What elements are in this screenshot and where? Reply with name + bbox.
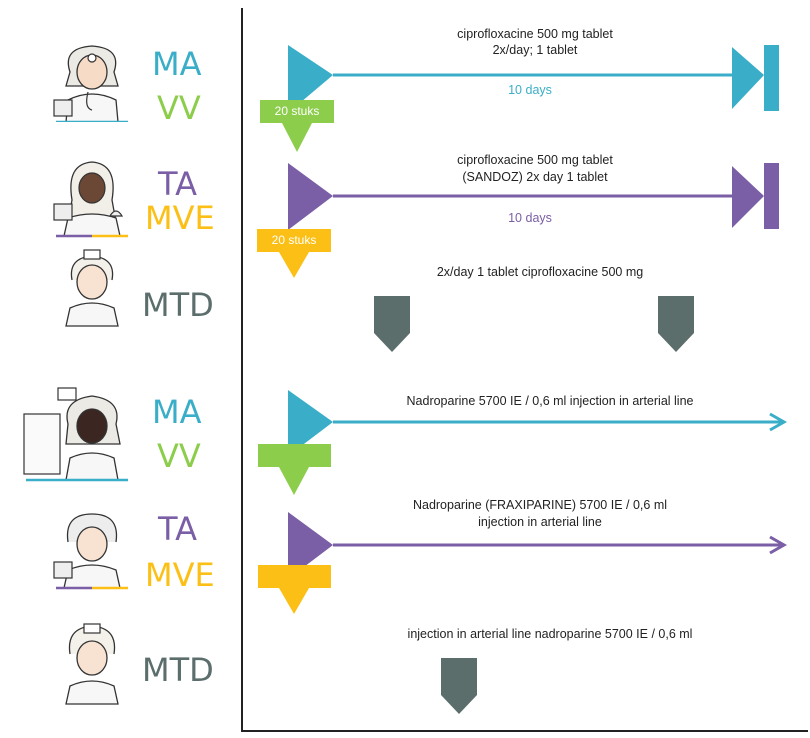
mve-dispense-pointer	[279, 252, 309, 278]
role-label-vv-2: VV	[157, 437, 201, 475]
mtd-order-text: 2x/day 1 tablet ciprofloxacine 500 mg	[436, 265, 644, 279]
role-label-ta: TA	[158, 165, 197, 203]
mve2-dispense-bar	[258, 565, 331, 588]
role-label-mtd: MTD	[142, 286, 214, 324]
vv2-dispense-pointer	[279, 467, 309, 495]
ma-end-bar	[764, 45, 779, 111]
role-label-ma: MA	[152, 45, 202, 83]
vv2-dispense-bar	[258, 444, 331, 467]
role-label-ma-2: MA	[152, 393, 202, 431]
ta2-order-line-2: injection in arterial line	[478, 515, 602, 529]
role-label-mtd-2: MTD	[142, 651, 214, 689]
role-label-ta-2: TA	[158, 510, 197, 548]
ma2-start-arrowhead	[288, 390, 333, 456]
vv-dispense-tag-bg	[260, 100, 334, 123]
role-label-mve-2: MVE	[145, 556, 215, 594]
ta2-start-arrowhead	[288, 512, 333, 579]
ma-order-line-2: 2x/day; 1 tablet	[492, 43, 578, 57]
mtd2-order-text: injection in arterial line nadroparine 5…	[407, 627, 693, 641]
hijab-assistant-avatar-icon	[53, 161, 128, 238]
mtd-administration-1	[374, 296, 410, 333]
role-label-mve: MVE	[145, 199, 215, 237]
ta2-open-arrowhead	[769, 535, 788, 555]
ta-start-arrowhead	[288, 163, 333, 230]
ta-order-line-1: ciprofloxacine 500 mg tablet	[457, 153, 613, 167]
ta-end-bar	[764, 163, 779, 229]
ta-duration-label: 10 days	[508, 211, 552, 225]
vv-dispense-pointer	[282, 123, 312, 152]
ta-end-arrowhead	[732, 166, 764, 228]
mtd-administration-1-pointer	[374, 333, 410, 352]
mtd2-administration	[441, 658, 477, 695]
dark-doctor-avatar-icon	[23, 387, 128, 482]
ma2-order-text: Nadroparine 5700 IE / 0,6 ml injection i…	[406, 394, 694, 408]
mve-dispense-tag-bg	[257, 229, 331, 252]
mtd-administration-2	[658, 296, 694, 333]
doctor-avatar-icon	[53, 45, 128, 122]
vv-dispense-quantity: 20 stuks	[274, 104, 320, 118]
older-assistant-avatar-icon	[53, 513, 128, 590]
nurse-avatar-icon	[65, 249, 119, 327]
mtd-administration-2-pointer	[658, 333, 694, 352]
mve-dispense-quantity: 20 stuks	[271, 233, 317, 247]
role-label-vv: VV	[157, 89, 201, 127]
mtd2-administration-pointer	[441, 695, 477, 714]
ma-start-arrowhead	[288, 45, 333, 113]
mve2-dispense-pointer	[279, 588, 309, 614]
ma-order-line-1: ciprofloxacine 500 mg tablet	[457, 27, 613, 41]
ma-end-arrowhead	[732, 47, 764, 109]
ta2-order-line-1: Nadroparine (FRAXIPARINE) 5700 IE / 0,6 …	[412, 498, 668, 512]
ma2-open-arrowhead	[769, 412, 788, 432]
ma-duration-label: 10 days	[508, 83, 552, 97]
young-nurse-avatar-icon	[65, 623, 119, 705]
ta-order-line-2: (SANDOZ) 2x day 1 tablet	[462, 170, 608, 184]
